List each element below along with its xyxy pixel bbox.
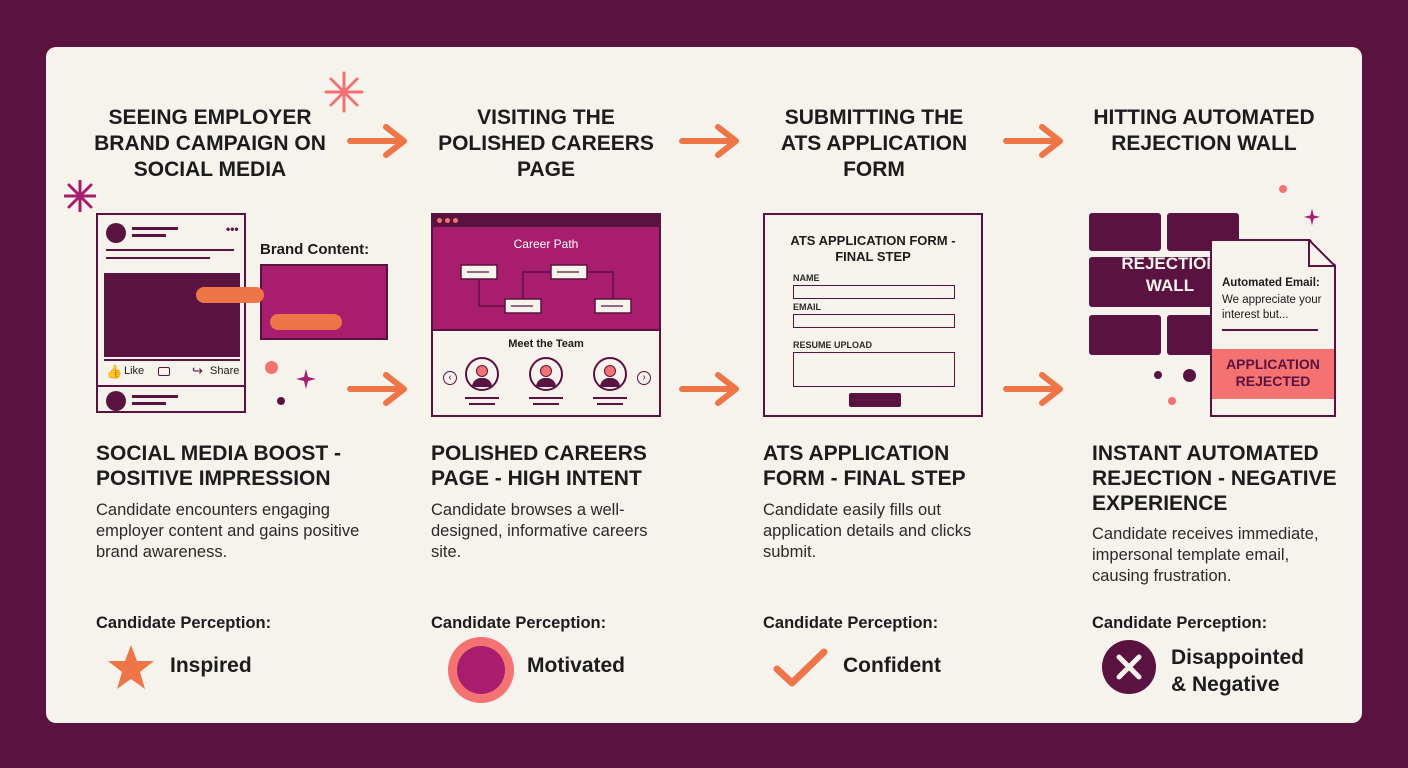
arrow-right-icon bbox=[347, 372, 407, 406]
brand-connector bbox=[196, 287, 264, 303]
careers-page-browser: Career Path Meet the Team ‹ › bbox=[431, 213, 661, 417]
team-member-avatar[interactable] bbox=[465, 357, 499, 391]
team-member-avatar[interactable] bbox=[593, 357, 627, 391]
ats-form: ATS APPLICATION FORM - FINAL STEP NAME E… bbox=[763, 213, 983, 417]
post-image bbox=[104, 273, 240, 357]
avatar bbox=[106, 223, 126, 243]
checkmark-icon bbox=[773, 648, 828, 687]
submit-button[interactable] bbox=[849, 393, 901, 407]
arrow-right-icon bbox=[679, 372, 739, 406]
journey-card: SEEING EMPLOYER BRAND CAMPAIGN ON SOCIAL… bbox=[46, 47, 1362, 723]
resume-upload-field[interactable] bbox=[793, 352, 955, 387]
browser-bar bbox=[433, 215, 659, 227]
stage-3-description: Candidate easily fills out application d… bbox=[763, 501, 972, 561]
stage-3-heading: ATS APPLICATION FORM - FINAL STEP bbox=[763, 442, 966, 490]
stage-1-perception-label: Candidate Perception: bbox=[96, 614, 272, 632]
stage-4-heading: INSTANT AUTOMATED REJECTION - NEGATIVE E… bbox=[1092, 442, 1337, 515]
email-field[interactable] bbox=[793, 314, 955, 328]
dot bbox=[265, 361, 278, 374]
team-member-avatar[interactable] bbox=[529, 357, 563, 391]
stage-4-title: HITTING AUTOMATED REJECTION WALL bbox=[1093, 106, 1315, 155]
share-button[interactable]: Share bbox=[210, 365, 240, 377]
stage-2-description: Candidate browses a well-designed, infor… bbox=[431, 501, 648, 561]
thumbs-up-icon: 👍 bbox=[106, 364, 123, 379]
stage-4-perception-label: Candidate Perception: bbox=[1092, 614, 1268, 632]
post-actions: 👍 Like ↪ Share bbox=[104, 359, 240, 385]
sparkle-icon bbox=[1303, 208, 1321, 226]
dot bbox=[1279, 185, 1287, 193]
ats-form-title: ATS APPLICATION FORM - FINAL STEP bbox=[790, 233, 956, 264]
dot bbox=[277, 397, 285, 405]
arrow-right-icon bbox=[1003, 124, 1063, 158]
share-icon: ↪ bbox=[192, 363, 203, 378]
chevron-right-icon[interactable]: › bbox=[637, 371, 651, 385]
arrow-right-icon bbox=[347, 124, 407, 158]
stage-2-title: VISITING THE POLISHED CAREERS PAGE bbox=[438, 106, 654, 181]
more-icon: ••• bbox=[226, 222, 239, 236]
stage-1-title: SEEING EMPLOYER BRAND CAMPAIGN ON SOCIAL… bbox=[94, 106, 326, 181]
stage-3-perception: Confident bbox=[843, 654, 941, 677]
name-label: NAME bbox=[793, 273, 820, 283]
stage-2-perception-label: Candidate Perception: bbox=[431, 614, 607, 632]
circle-icon bbox=[448, 637, 514, 703]
comment-icon[interactable] bbox=[158, 367, 170, 376]
stage-1-perception: Inspired bbox=[170, 654, 252, 677]
name-field[interactable] bbox=[793, 285, 955, 299]
email-body: We appreciate your interest but... bbox=[1222, 294, 1322, 321]
arrow-right-icon bbox=[1003, 372, 1063, 406]
rejection-wall-label: REJECTION WALL bbox=[1121, 254, 1219, 295]
email-title: Automated Email: bbox=[1222, 277, 1320, 289]
rejected-stamp: APPLICATION REJECTED bbox=[1212, 349, 1334, 399]
email-label: EMAIL bbox=[793, 302, 821, 312]
brand-content-card bbox=[260, 264, 388, 340]
stage-2-heading: POLISHED CAREERS PAGE - HIGH INTENT bbox=[431, 442, 647, 490]
social-post: ••• 👍 Like ↪ Share bbox=[96, 213, 246, 413]
stage-3-perception-label: Candidate Perception: bbox=[763, 614, 939, 632]
star-icon bbox=[108, 645, 154, 689]
career-path-section: Career Path bbox=[433, 227, 659, 329]
rejection-email: Automated Email: We appreciate your inte… bbox=[1210, 239, 1336, 417]
sparkle-icon bbox=[296, 369, 316, 389]
x-circle-icon bbox=[1102, 640, 1156, 694]
chevron-left-icon[interactable]: ‹ bbox=[443, 371, 457, 385]
avatar bbox=[106, 391, 126, 411]
sparkle-icon bbox=[324, 71, 364, 113]
meet-team-heading: Meet the Team bbox=[508, 338, 584, 350]
stage-1-heading: SOCIAL MEDIA BOOST - POSITIVE IMPRESSION bbox=[96, 442, 342, 490]
resume-upload-label: RESUME UPLOAD bbox=[793, 340, 873, 350]
like-button[interactable]: Like bbox=[124, 365, 145, 377]
page-corner bbox=[1308, 239, 1336, 267]
brand-content-label: Brand Content: bbox=[260, 241, 370, 258]
stage-1-description: Candidate encounters engaging employer c… bbox=[96, 501, 360, 561]
career-path-heading: Career Path bbox=[513, 237, 579, 251]
stage-3-title: SUBMITTING THE ATS APPLICATION FORM bbox=[780, 106, 968, 181]
arrow-right-icon bbox=[679, 124, 739, 158]
sparkle-icon bbox=[64, 180, 96, 212]
stage-2-perception: Motivated bbox=[527, 654, 626, 677]
stage-4-description: Candidate receives immediate, impersonal… bbox=[1092, 525, 1319, 585]
stage-4-perception: Disappointed & Negative bbox=[1171, 646, 1305, 696]
rejected-stamp-text: APPLICATION REJECTED bbox=[1226, 356, 1320, 389]
career-path-diagram bbox=[460, 264, 632, 314]
